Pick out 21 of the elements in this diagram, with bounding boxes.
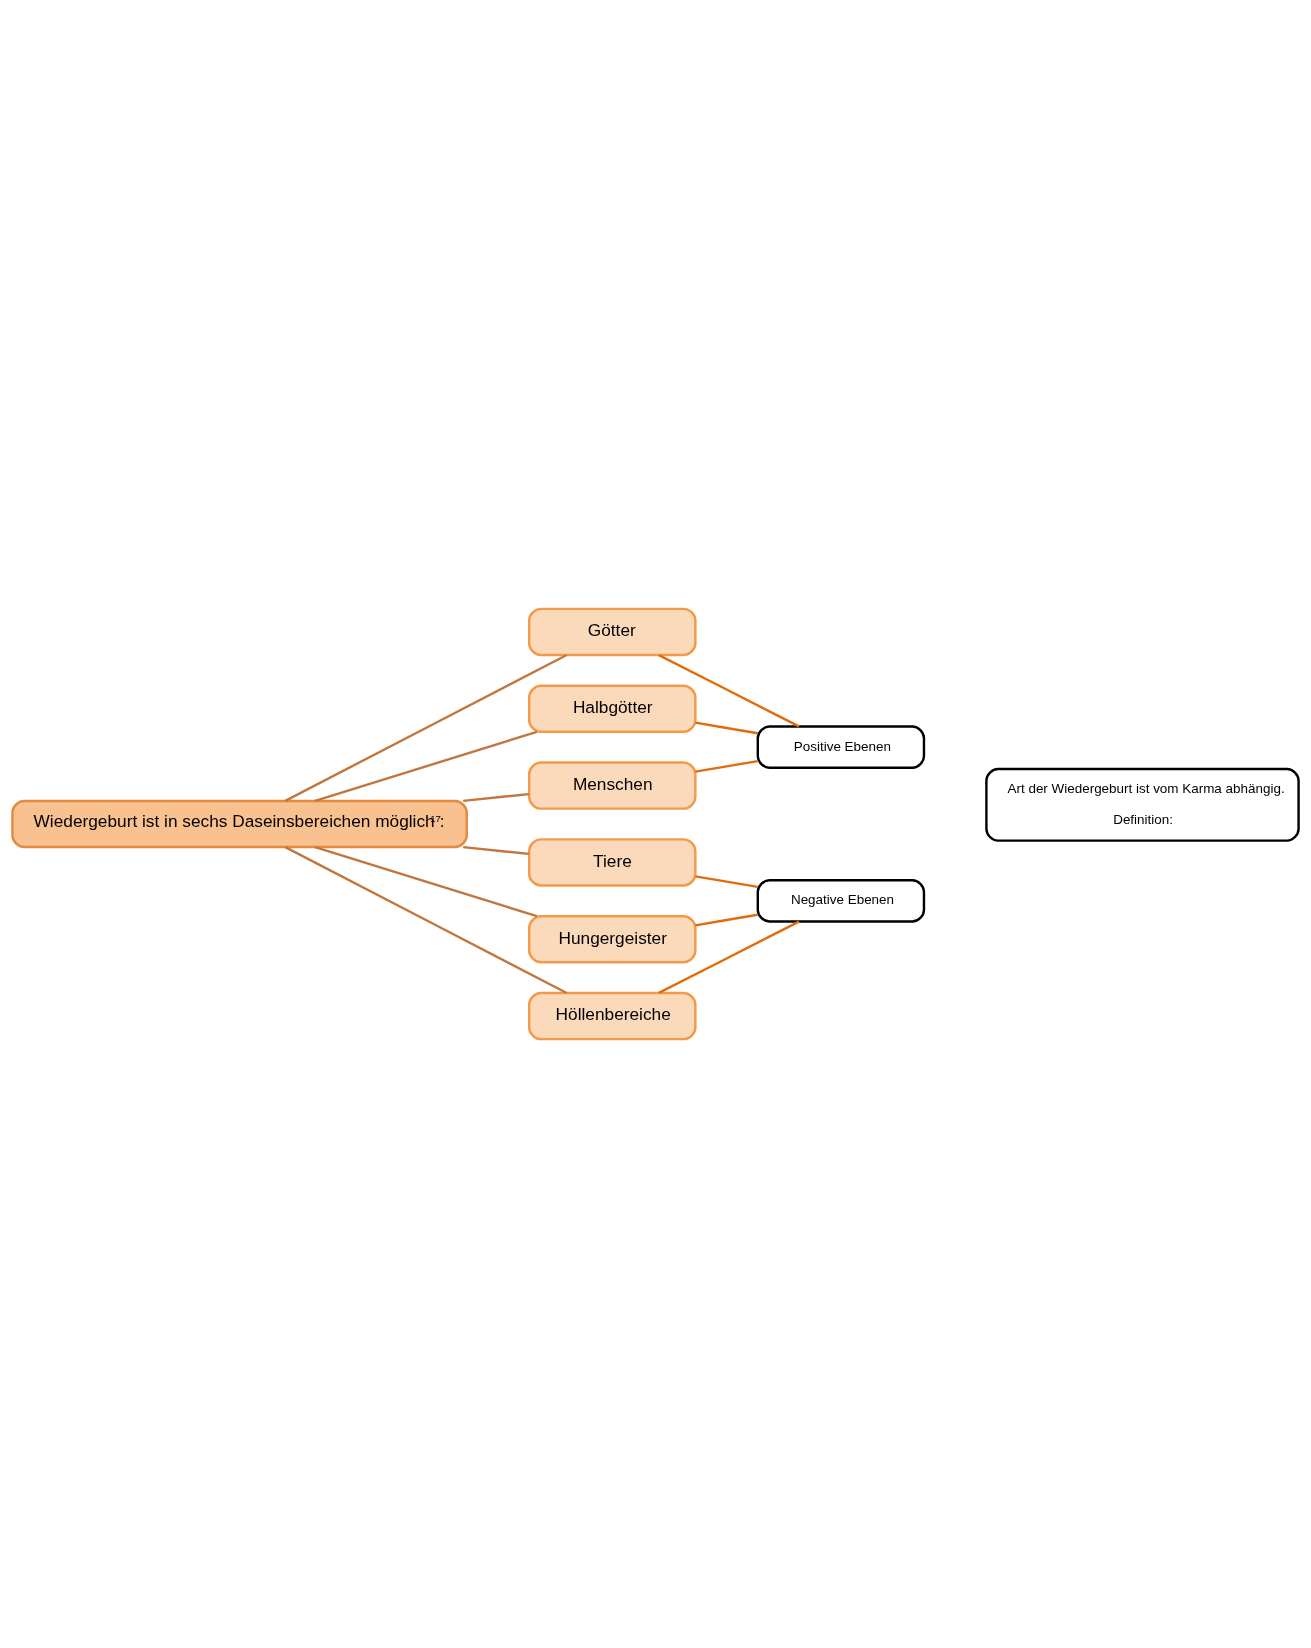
node-box: Götter — [528, 607, 697, 657]
connector — [695, 759, 758, 773]
node-box: Höllenbereiche — [528, 991, 697, 1041]
connector — [314, 846, 538, 918]
connector — [463, 792, 529, 803]
connector — [658, 654, 800, 728]
connector — [314, 730, 538, 802]
connector — [695, 875, 758, 889]
connector — [695, 913, 758, 927]
connector — [658, 920, 800, 994]
node-box: Halbgötter — [528, 684, 697, 733]
node-box: Menschen — [528, 761, 697, 810]
node-box: Positive Ebenen — [756, 725, 926, 769]
connector — [463, 845, 529, 856]
connector — [284, 653, 568, 802]
connector — [284, 846, 568, 995]
node-box: Hungergeister — [528, 915, 697, 964]
node-box: Negative Ebenen — [756, 879, 926, 923]
node-box: Art der Wiedergeburt ist vom Karma abhängig. Definition: — [985, 767, 1300, 842]
node-box: Tiere — [528, 838, 697, 887]
connector — [695, 721, 758, 735]
